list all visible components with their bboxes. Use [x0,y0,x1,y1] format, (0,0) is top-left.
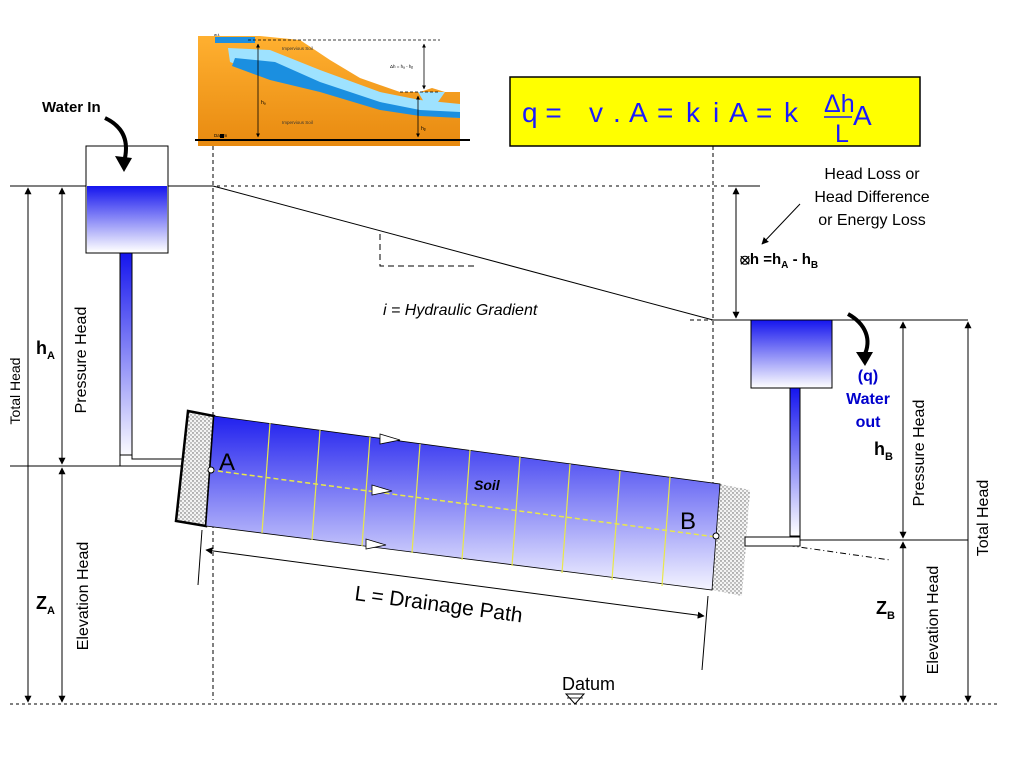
water-out-label-1: Water [846,391,890,408]
point-b-label: B [680,508,696,535]
zb-symbol: ZB [876,598,895,622]
darcy-formula-box: q = v . A = k i A = k Δh L A [509,76,921,148]
hydraulic-gradient-label: i = Hydraulic Gradient [383,302,538,319]
outflow-tank [744,319,833,547]
water-out-label-2: out [856,414,882,431]
datum-symbol [564,693,586,705]
water-in-label: Water In [42,99,101,116]
formula-a2: A [729,97,748,128]
hb-symbol: hB [874,439,893,463]
water-out-arrowhead [856,352,873,366]
formula-denominator: L [835,120,849,148]
total-head-left-label: Total Head [7,358,23,425]
inset-datum-label: Datum [214,133,228,138]
formula-a1: A [629,97,648,128]
datum-label: Datum [562,674,615,694]
soil-sample [174,409,750,596]
inset-impervious-top: Impervious Soil [282,46,313,51]
head-loss-line3: or Energy Loss [818,212,926,229]
drainage-path-dimension [197,529,709,671]
total-head-right-label: Total Head [975,480,992,557]
soil-label: Soil [474,477,501,493]
ha-symbol: hA [36,338,55,362]
formula-numerator: Δh [824,90,855,118]
head-loss-line1: Head Loss or [824,166,920,183]
formula-a3: A [853,100,872,131]
q-label: (q) [858,368,878,385]
inset-impervious-bottom: Impervious Soil [282,120,313,125]
head-loss-line2: Head Difference [814,189,929,206]
elevation-head-left-label: Elevation Head [75,542,92,651]
water-in-arrowhead [115,156,132,172]
formula-q: q = [522,97,562,128]
za-symbol: ZA [36,593,55,617]
inset-delta-label: Δh = hₐ - hᵦ [390,64,413,69]
water-in-arrow [104,116,128,163]
point-a-label: A [219,449,235,476]
pressure-head-right-label: Pressure Head [911,400,928,507]
formula-dot: . [613,97,621,128]
water-out-arrow [846,312,870,357]
dimension-arrows [24,187,972,703]
slope-inset: w.t. Impervious Soil Δh = hₐ - hᵦ hₐ hᵦ … [195,32,470,146]
formula-k2: k [784,97,799,128]
formula-v: v [589,97,603,128]
elevation-head-right-label: Elevation Head [925,566,942,675]
formula-eq2: = [657,97,673,128]
formula-eq3: = [756,97,772,128]
formula-k1: k [686,97,701,128]
formula-i: i [713,97,719,128]
inset-hb-label: hᵦ [421,126,426,132]
inflow-tank [85,145,186,467]
delta-h-equation: ⦻h =hA - hB [740,251,818,271]
inset-wt-label: w.t. [214,32,220,37]
pressure-head-left-label: Pressure Head [73,307,90,414]
inset-ha-label: hₐ [261,100,266,106]
